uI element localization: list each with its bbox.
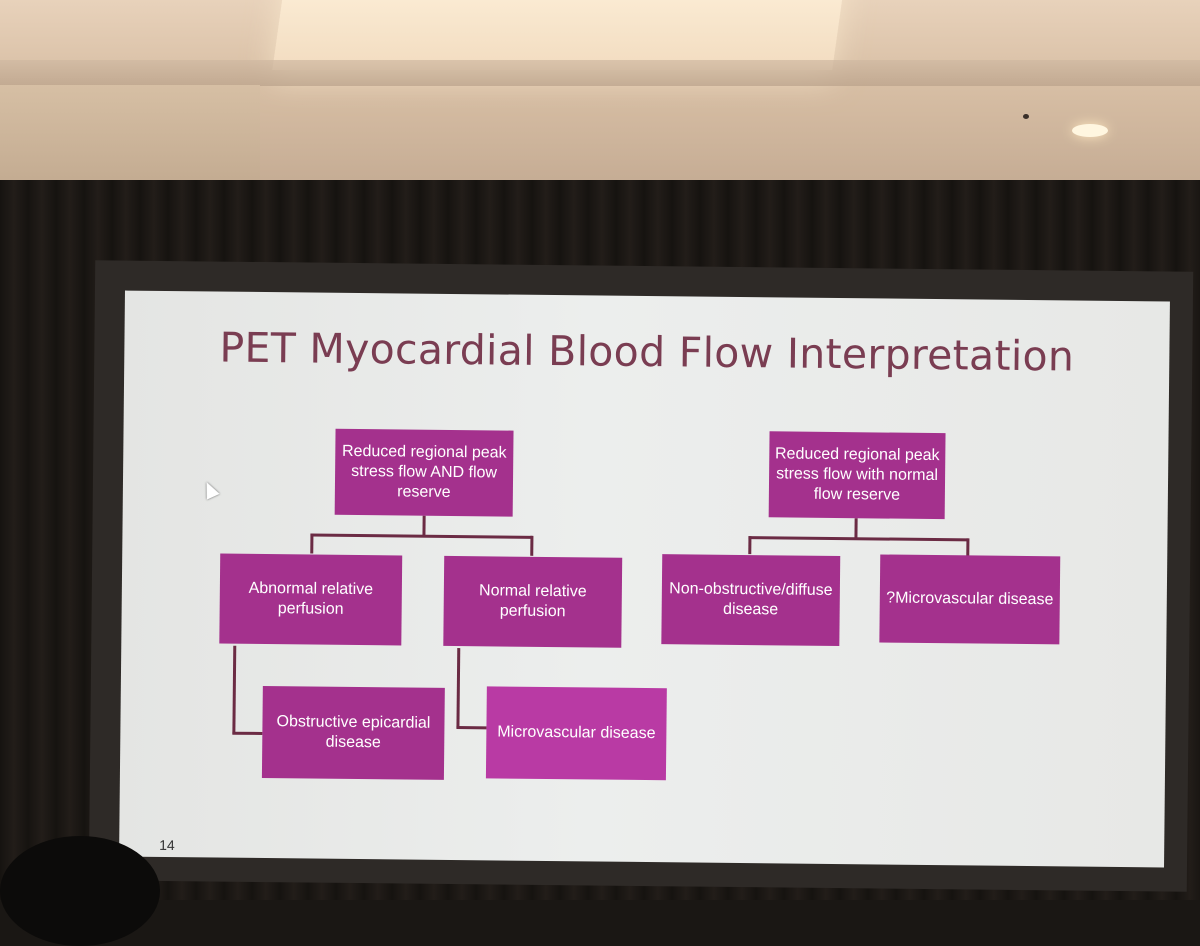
connector-right-drop-b (966, 538, 970, 557)
connector-leaf-b-vertical (456, 648, 461, 729)
ceiling-trim (0, 60, 1200, 86)
node-question-microvascular-disease: ?Microvascular disease (879, 554, 1061, 645)
node-obstructive-epicardial-disease: Obstructive epicardial disease (261, 686, 445, 780)
slide-title: PET Myocardial Blood Flow Interpretation (219, 323, 1075, 381)
node-microvascular-disease: Microvascular disease (485, 686, 667, 781)
connector-left-root-stem (422, 515, 426, 536)
connector-leaf-a-vertical (232, 645, 237, 734)
presentation-slide: PET Myocardial Blood Flow Interpretation… (119, 290, 1170, 868)
wall (0, 85, 260, 190)
connector-left-horizontal (310, 533, 533, 539)
connector-right-horizontal (748, 536, 969, 542)
slide-page-number: 14 (159, 836, 175, 854)
node-reduced-flow-and-reserve: Reduced regional peak stress flow AND fl… (334, 428, 514, 517)
connector-left-drop-a (310, 533, 314, 554)
ceiling-sensor (1023, 114, 1029, 119)
connector-right-root-stem (854, 518, 858, 539)
node-normal-relative-perfusion: Normal relative perfusion (443, 555, 623, 648)
ceiling (0, 0, 1200, 190)
node-reduced-flow-normal-reserve: Reduced regional peak stress flow with n… (768, 431, 946, 520)
mouse-pointer-icon (200, 479, 220, 500)
node-non-obstructive-diffuse-disease: Non-obstructive/diffuse disease (661, 554, 841, 647)
node-abnormal-relative-perfusion: Abnormal relative perfusion (219, 553, 403, 646)
ceiling-light-icon (1072, 124, 1108, 137)
connector-leaf-b-horizontal (456, 726, 487, 730)
audience-head-silhouette (0, 836, 160, 946)
connector-left-drop-b (530, 535, 534, 556)
connector-leaf-a-horizontal (232, 731, 263, 736)
connector-right-drop-a (748, 536, 752, 555)
